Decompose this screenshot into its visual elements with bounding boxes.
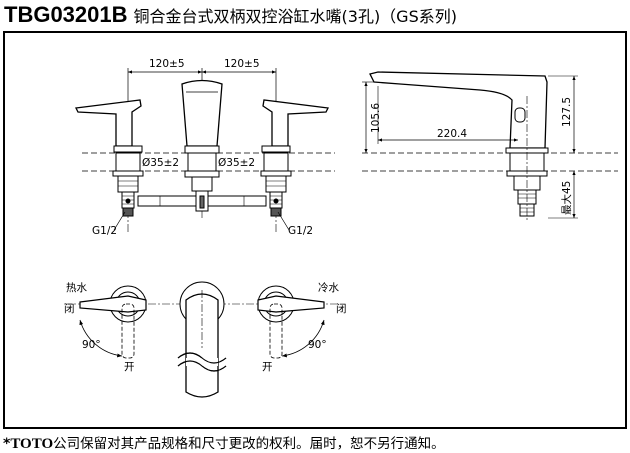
front-view-dimension-text: 120±5 120±5 Ø35±2 Ø35±2 G1/2 G1/2 xyxy=(92,58,313,237)
dim-diameter-left: Ø35±2 xyxy=(142,157,179,169)
close-label-left: 闭 xyxy=(64,302,75,315)
top-view xyxy=(64,281,340,398)
cold-water-label: 冷水 xyxy=(318,281,339,294)
dim-height-total: 127.5 xyxy=(561,97,573,127)
dim-reach: 220.4 xyxy=(437,128,467,140)
product-description: 铜合金台式双柄双控浴缸水嘴(3孔)（GS系列) xyxy=(133,7,457,26)
dim-diameter-right: Ø35±2 xyxy=(218,157,255,169)
brand-name: TOTO xyxy=(10,436,54,452)
notice-text: 公司保留对其产品规格和尺寸更改的权利。届时，恕不另行通知。 xyxy=(53,436,445,452)
side-view xyxy=(362,71,618,222)
top-view-labels: 热水 冷水 闭 闭 90° 90° 开 开 xyxy=(64,281,347,373)
drawing-frame xyxy=(3,31,627,429)
model-number: TBG03201B xyxy=(4,2,128,27)
hot-water-label: 热水 xyxy=(66,281,87,294)
side-view-dimension-text: 105.6 220.4 127.5 最大45 xyxy=(370,97,573,215)
drawing-title: TBG03201B 铜合金台式双柄双控浴缸水嘴(3孔)（GS系列) xyxy=(4,2,457,30)
open-label-right: 开 xyxy=(262,361,273,373)
dim-spacing-left: 120±5 xyxy=(149,58,185,70)
dim-height-inner: 105.6 xyxy=(370,103,382,133)
front-view xyxy=(75,68,335,232)
angle-label-left: 90° xyxy=(82,339,101,351)
thread-label-left: G1/2 xyxy=(92,225,117,237)
dim-max-thickness: 最大45 xyxy=(560,181,573,215)
thread-label-right: G1/2 xyxy=(288,225,313,237)
footer-notice: *TOTO公司保留对其产品规格和尺寸更改的权利。届时，恕不另行通知。 xyxy=(3,432,445,453)
close-label-right: 闭 xyxy=(336,302,347,315)
dim-spacing-right: 120±5 xyxy=(224,58,260,70)
footnote-star: * xyxy=(3,436,11,452)
open-label-left: 开 xyxy=(124,361,135,373)
angle-label-right: 90° xyxy=(308,339,327,351)
